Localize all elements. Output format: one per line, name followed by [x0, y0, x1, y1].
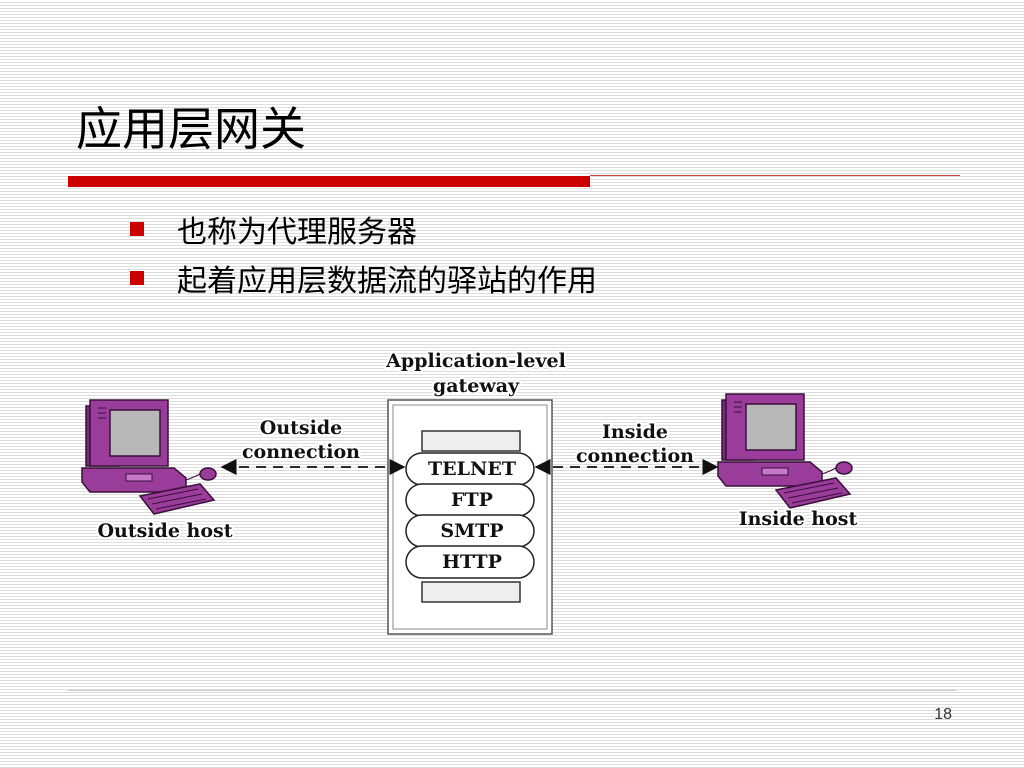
gateway-diagram: TELNET FTP SMTP HTTP Application-level g… [81, 348, 859, 635]
page-number: 18 [934, 706, 952, 723]
square-bullet-icon [130, 270, 144, 285]
protocol-label-http: HTTP [442, 551, 502, 573]
inside-connection-label-line1: Inside [602, 421, 668, 443]
square-bullet-icon [130, 221, 144, 236]
bullet-item: 也称为代理服务器 [130, 204, 597, 253]
outside-connection-label-line2: connection [242, 441, 360, 463]
footer-divider [68, 690, 956, 691]
gateway-bottom-bar [421, 581, 521, 603]
outside-connection-label-line1: Outside [260, 417, 342, 439]
title-divider-red [68, 176, 590, 187]
protocol-label-ftp: FTP [451, 489, 493, 511]
title-divider-thin [590, 175, 960, 176]
gateway-label-line2: gateway [433, 375, 520, 397]
bullet-text: 也称为代理服务器 [177, 214, 417, 250]
protocol-label-smtp: SMTP [440, 520, 503, 542]
inside-connection-label-line2: connection [576, 445, 694, 467]
inside-host-label: Inside host [739, 508, 858, 530]
protocol-capsule [405, 545, 535, 579]
outside-host-computer-icon [81, 399, 217, 515]
gateway-top-bar [421, 430, 521, 452]
protocol-label-telnet: TELNET [428, 458, 516, 480]
outside-host-label: Outside host [97, 520, 232, 542]
bullet-list: 也称为代理服务器 起着应用层数据流的驿站的作用 [130, 204, 597, 302]
slide-title: 应用层网关 [76, 102, 306, 156]
bullet-item: 起着应用层数据流的驿站的作用 [130, 253, 597, 302]
gateway-label-line1: Application-level [385, 350, 566, 372]
bullet-text: 起着应用层数据流的驿站的作用 [177, 263, 597, 299]
inside-host-computer-icon [717, 393, 853, 509]
